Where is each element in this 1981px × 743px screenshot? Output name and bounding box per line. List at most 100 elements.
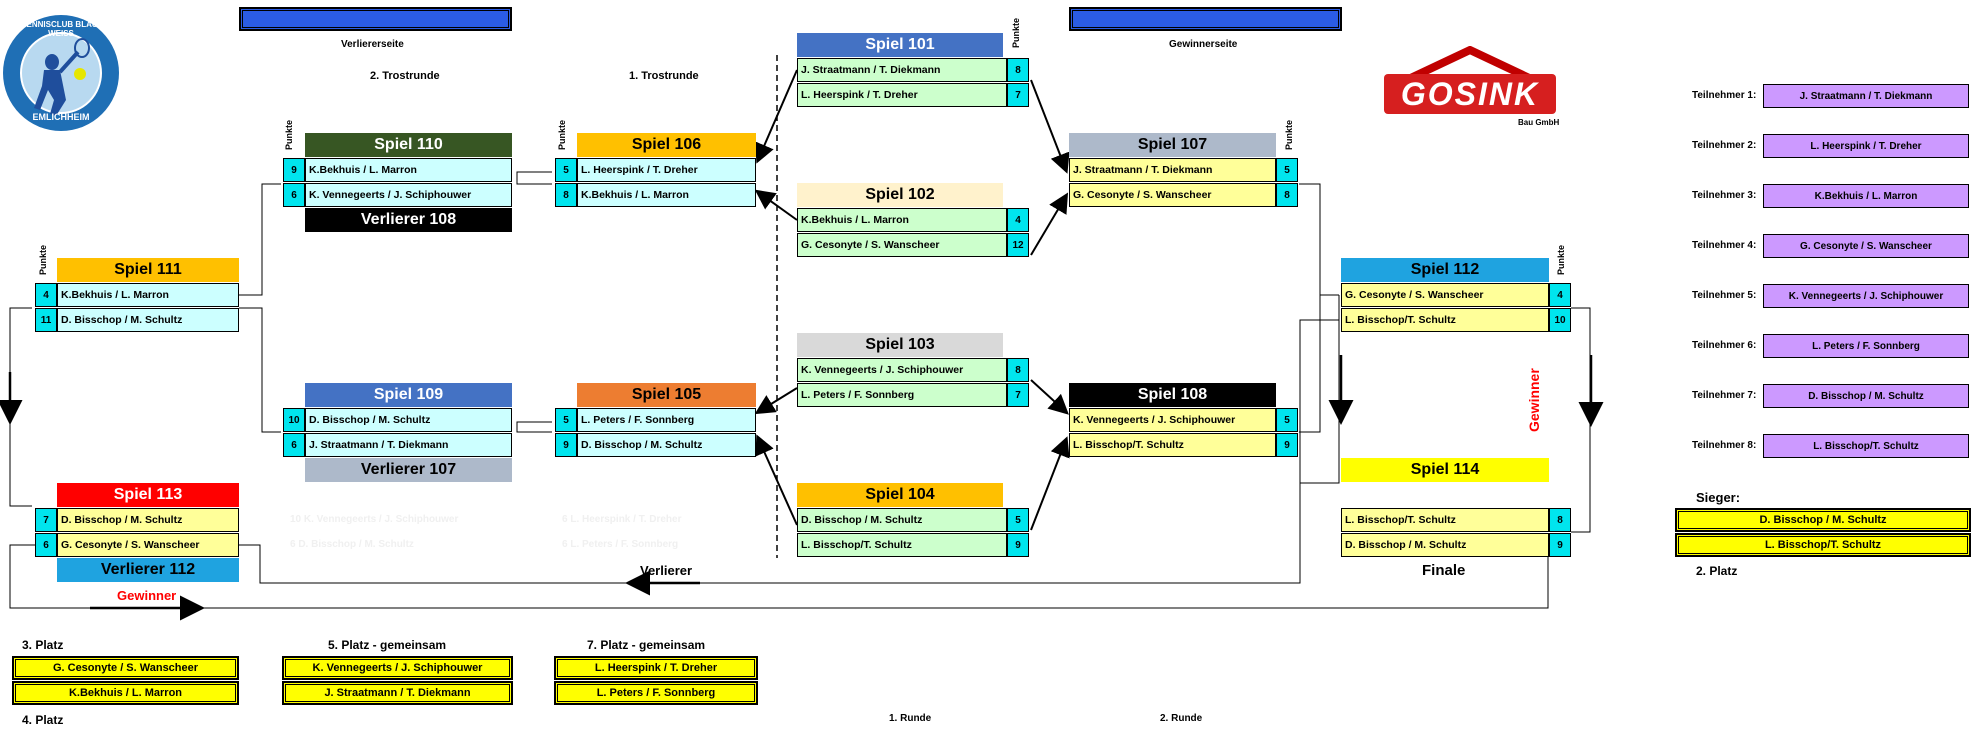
game-108-team1: K. Vennegeerts / J. Schiphouwer: [1069, 408, 1276, 432]
game-112-team2: L. Bisschop/T. Schultz: [1341, 308, 1549, 332]
ghost-text: 6 D. Bisschop / M. Schultz: [290, 539, 414, 550]
game-107-team1: J. Straatmann / T. Diekmann: [1069, 158, 1276, 182]
ghost-text: 6 L. Heerspink / T. Dreher: [562, 514, 682, 525]
game-105-score2: 9: [555, 433, 577, 457]
game-108-score1: 5: [1276, 408, 1298, 432]
game-107-team2: G. Cesonyte / S. Wanscheer: [1069, 183, 1276, 207]
verliererseite-bar: [239, 7, 512, 31]
game-112-team1: G. Cesonyte / S. Wanscheer: [1341, 283, 1549, 307]
game-113-footer: Verlierer 112: [57, 558, 239, 582]
game-106-title: Spiel 106: [577, 133, 756, 157]
game-109-team2: J. Straatmann / T. Diekmann: [305, 433, 512, 457]
finale-label: Finale: [1422, 562, 1466, 579]
game-101-team2: L. Heerspink / T. Dreher: [797, 83, 1007, 107]
platz5a-box: K. Vennegeerts / J. Schiphouwer: [282, 656, 513, 680]
runde2-label: 2. Runde: [1160, 713, 1203, 724]
game-114-score1: 8: [1549, 508, 1571, 532]
teilnehmer-name: D. Bisschop / M. Schultz: [1763, 384, 1969, 408]
game-102-title: Spiel 102: [797, 183, 1003, 207]
teilnehmer-label: Teilnehmer 5:: [1692, 290, 1757, 301]
punkte-label: Punkte: [1011, 17, 1021, 48]
game-107-title: Spiel 107: [1069, 133, 1276, 157]
ghost-text: 6 L. Peters / F. Sonnberg: [562, 539, 679, 550]
game-113-team2: G. Cesonyte / S. Wanscheer: [57, 533, 239, 557]
zweiter-box: L. Bisschop/T. Schultz: [1675, 533, 1971, 557]
platz7-label: 7. Platz - gemeinsam: [587, 638, 706, 652]
game-108-score2: 9: [1276, 433, 1298, 457]
game-103-team1: K. Vennegeerts / J. Schiphouwer: [797, 358, 1007, 382]
game-112-score2: 10: [1549, 308, 1571, 332]
teilnehmer-name: L. Bisschop/T. Schultz: [1763, 434, 1969, 458]
game-113-title: Spiel 113: [57, 483, 239, 507]
sieger-box: D. Bisschop / M. Schultz: [1675, 508, 1971, 532]
sponsor-logo: GOSINK Bau GmbH: [1360, 46, 1580, 130]
sponsor-name: GOSINK: [1400, 76, 1540, 112]
game-110-team2: K. Vennegeerts / J. Schiphouwer: [305, 183, 512, 207]
game-102-team2: G. Cesonyte / S. Wanscheer: [797, 233, 1007, 257]
game-111-team1: K.Bekhuis / L. Marron: [57, 283, 239, 307]
game-109-score2: 6: [283, 433, 305, 457]
platz4-label: 4. Platz: [22, 713, 64, 727]
trostrunde2-label: 2. Trostrunde: [370, 70, 440, 82]
club-logo-bottom: EMLICHHEIM: [32, 112, 90, 122]
game-113-score2: 6: [35, 533, 57, 557]
punkte-label: Punkte: [1284, 119, 1294, 150]
game-104-team1: D. Bisschop / M. Schultz: [797, 508, 1007, 532]
game-109-team1: D. Bisschop / M. Schultz: [305, 408, 512, 432]
game-106-score2: 8: [555, 183, 577, 207]
gewinnerseite-bar: [1069, 7, 1342, 31]
game-103-title: Spiel 103: [797, 333, 1003, 357]
game-105-team2: D. Bisschop / M. Schultz: [577, 433, 756, 457]
punkte-label: Punkte: [1556, 244, 1566, 275]
game-109-score1: 10: [283, 408, 305, 432]
game-106-score1: 5: [555, 158, 577, 182]
teilnehmer-name: G. Cesonyte / S. Wanscheer: [1763, 234, 1969, 258]
game-105-score1: 5: [555, 408, 577, 432]
game-103-score2: 7: [1007, 383, 1029, 407]
game-114-team1: L. Bisschop/T. Schultz: [1341, 508, 1549, 532]
game-104-title: Spiel 104: [797, 483, 1003, 507]
teilnehmer-name: L. Heerspink / T. Dreher: [1763, 134, 1969, 158]
game-101-score2: 7: [1007, 83, 1029, 107]
game-102-score1: 4: [1007, 208, 1029, 232]
verlierer-label: Verlierer: [640, 563, 693, 578]
teilnehmer-label: Teilnehmer 2:: [1692, 140, 1757, 151]
verliererseite-label: Verliererseite: [341, 39, 404, 50]
game-112-title: Spiel 112: [1341, 258, 1549, 282]
gewinner-label-left: Gewinner: [117, 588, 177, 603]
game-111-title: Spiel 111: [57, 258, 239, 282]
teilnehmer-label: Teilnehmer 3:: [1692, 190, 1757, 201]
game-114-team2: D. Bisschop / M. Schultz: [1341, 533, 1549, 557]
gewinnerseite-label: Gewinnerseite: [1169, 39, 1238, 50]
game-107-score1: 5: [1276, 158, 1298, 182]
platz3-box: G. Cesonyte / S. Wanscheer: [12, 656, 239, 680]
game-111-score1: 4: [35, 283, 57, 307]
sieger-label: Sieger:: [1696, 490, 1741, 505]
game-104-score1: 5: [1007, 508, 1029, 532]
punkte-label: Punkte: [38, 244, 48, 275]
runde1-label: 1. Runde: [889, 713, 932, 724]
game-102-score2: 12: [1007, 233, 1029, 257]
game-114-score2: 9: [1549, 533, 1571, 557]
club-logo: TENNISCLUB BLAU-WEISS EMLICHHEIM: [0, 12, 122, 134]
game-104-score2: 9: [1007, 533, 1029, 557]
game-111-score2: 11: [35, 308, 57, 332]
game-101-score1: 8: [1007, 58, 1029, 82]
game-102-team1: K.Bekhuis / L. Marron: [797, 208, 1007, 232]
game-109-title: Spiel 109: [305, 383, 512, 407]
teilnehmer-label: Teilnehmer 4:: [1692, 240, 1757, 251]
trostrunde1-label: 1. Trostrunde: [629, 70, 699, 82]
game-108-title: Spiel 108: [1069, 383, 1276, 407]
platz7b-box: L. Peters / F. Sonnberg: [554, 681, 758, 705]
teilnehmer-name: L. Peters / F. Sonnberg: [1763, 334, 1969, 358]
gewinner-label-right: Gewinner: [1526, 368, 1542, 432]
game-114-title: Spiel 114: [1341, 458, 1549, 482]
game-103-score1: 8: [1007, 358, 1029, 382]
game-110-footer: Verlierer 108: [305, 208, 512, 232]
game-111-team2: D. Bisschop / M. Schultz: [57, 308, 239, 332]
game-110-score2: 6: [283, 183, 305, 207]
teilnehmer-name: K.Bekhuis / L. Marron: [1763, 184, 1969, 208]
teilnehmer-label: Teilnehmer 6:: [1692, 340, 1757, 351]
platz7a-box: L. Heerspink / T. Dreher: [554, 656, 758, 680]
